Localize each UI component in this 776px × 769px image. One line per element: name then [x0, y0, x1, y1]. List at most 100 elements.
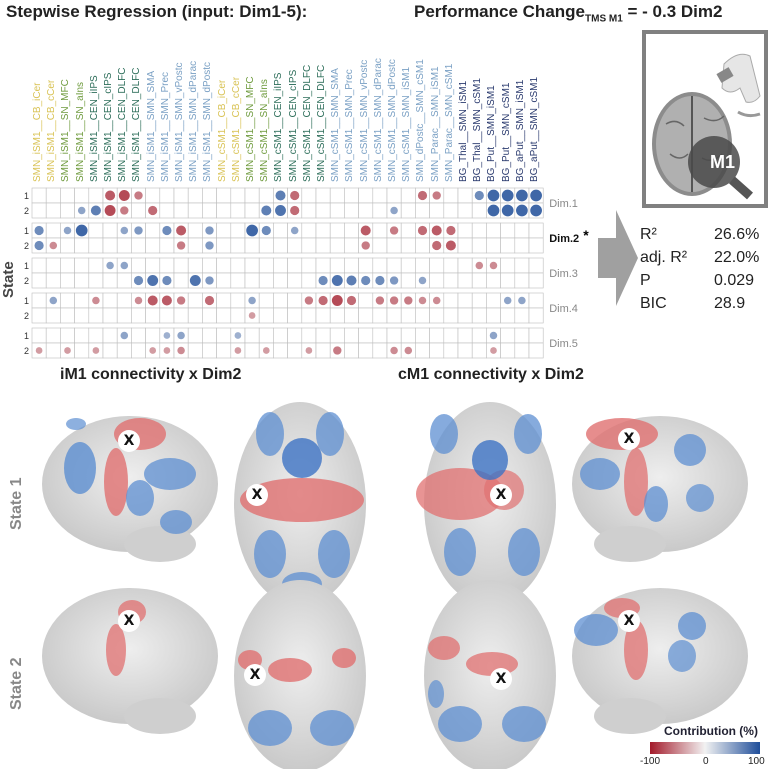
grid-cell: [429, 257, 445, 274]
grid-cell: [429, 342, 445, 359]
grid-cell: [173, 272, 189, 289]
dimension-label: Dim.5: [549, 338, 578, 350]
grid-cell: [486, 307, 501, 324]
contribution-dot: [501, 189, 514, 202]
contribution-dot: [503, 296, 512, 305]
column-label: SMN_iSM1__CB_cCer: [46, 79, 58, 182]
contribution-dot: [445, 240, 456, 251]
tms-brain-illustration: M1: [652, 53, 761, 200]
contribution-dot: [176, 241, 186, 250]
grid-cell: [457, 342, 473, 359]
grid-cell: [457, 222, 473, 239]
contribution-dot: [120, 226, 129, 235]
grid-cell: [329, 202, 345, 219]
grid-cell: [500, 342, 516, 359]
stepwise-title: Stepwise Regression (input: Dim1-5):: [6, 2, 308, 21]
grid-cell: [273, 272, 288, 289]
column-label: SMN_Parac__SMN_iSM1: [429, 66, 441, 182]
grid-cell: [415, 257, 430, 274]
grid-cell: [344, 222, 359, 239]
grid-cell: [287, 272, 303, 289]
im1-state2-lateral-brain: [42, 588, 218, 734]
grid-cell: [230, 222, 246, 239]
column-label: SMN_cSM1__CEN_DLFC: [316, 64, 327, 182]
grid-cell: [45, 272, 61, 289]
grid-cell: [159, 307, 175, 324]
grid-cell: [486, 272, 501, 289]
grid-cell: [88, 307, 104, 324]
grid-cell: [102, 272, 118, 289]
grid-cell: [244, 257, 260, 274]
grid-cell: [131, 202, 146, 219]
contribution-dot: [417, 225, 428, 236]
grid-cell: [287, 307, 303, 324]
contribution-dot: [487, 204, 500, 217]
grid-cell: [287, 292, 303, 309]
grid-cell: [102, 222, 118, 239]
grid-cell: [230, 237, 246, 254]
grid-cell: [344, 307, 359, 324]
grid-cell: [457, 237, 473, 254]
grid-cell: [372, 187, 388, 204]
grid-cell: [145, 327, 161, 344]
grid-cell: [145, 187, 161, 204]
grid-cell: [358, 187, 374, 204]
grid-cell: [187, 327, 203, 344]
grid-cell: [74, 307, 90, 324]
grid-cell: [230, 307, 246, 324]
contribution-dot: [118, 190, 130, 201]
contribution-dot: [49, 296, 58, 305]
contribution-dot: [305, 347, 313, 354]
grid-cell: [443, 307, 459, 324]
contribution-dot: [331, 295, 343, 306]
contribution-dot: [404, 296, 413, 305]
grid-cell: [400, 327, 416, 344]
contribution-dot: [34, 240, 44, 251]
contribution-dot: [418, 296, 427, 305]
grid-cell: [45, 257, 61, 274]
contribution-dot: [34, 225, 44, 236]
state-row-label: 1: [24, 261, 29, 271]
dimension-label: Dim.4: [549, 303, 578, 315]
column-label: BG_aPut__SMN_iSM1: [514, 79, 526, 182]
contribution-dot: [489, 261, 498, 270]
contribution-dot: [176, 225, 187, 236]
grid-cell: [187, 292, 203, 309]
dimension-label: Dim.1: [549, 198, 578, 210]
contribution-dot: [432, 191, 441, 200]
grid-cell: [471, 342, 487, 359]
grid-cell: [173, 257, 189, 274]
contribution-dot: [120, 331, 129, 340]
column-label: SMN_cSM1__SN_aIns: [259, 79, 271, 182]
contribution-dot: [290, 205, 300, 216]
grid-cell: [88, 327, 104, 344]
grid-cell: [216, 187, 232, 204]
column-label: SMN_dPostc__SMN_cSM1: [415, 59, 427, 182]
grid-cell: [457, 307, 473, 324]
stat-label: R²: [640, 226, 657, 243]
colorbar-title: Contribution (%): [664, 724, 758, 738]
grid-cell: [315, 327, 331, 344]
grid-cell: [31, 272, 47, 289]
grid-cell: [187, 257, 203, 274]
grid-cell: [173, 202, 189, 219]
significance-star: *: [583, 227, 589, 243]
column-label: SMN_cSM1__SMN_dPostc: [387, 59, 398, 182]
grid-cell: [358, 342, 374, 359]
contribution-dot: [318, 295, 328, 306]
grid-cell: [372, 202, 388, 219]
grid-cell: [329, 187, 345, 204]
contribution-dot: [92, 347, 100, 354]
grid-cell: [216, 342, 232, 359]
grid-cell: [45, 327, 61, 344]
grid-cell: [102, 342, 118, 359]
grid-cell: [457, 272, 473, 289]
m1-marker-cm1-s2-lateral: X: [618, 610, 640, 632]
column-label: SMN_iSM1__CEN_iIPS: [88, 75, 100, 182]
grid-cell: [187, 187, 203, 204]
grid-cell: [386, 257, 402, 274]
grid-cell: [131, 307, 146, 324]
grid-cell: [173, 307, 189, 324]
grid-cell: [244, 272, 260, 289]
column-label: SMN_iSM1__CEN_DLFC: [117, 67, 129, 182]
